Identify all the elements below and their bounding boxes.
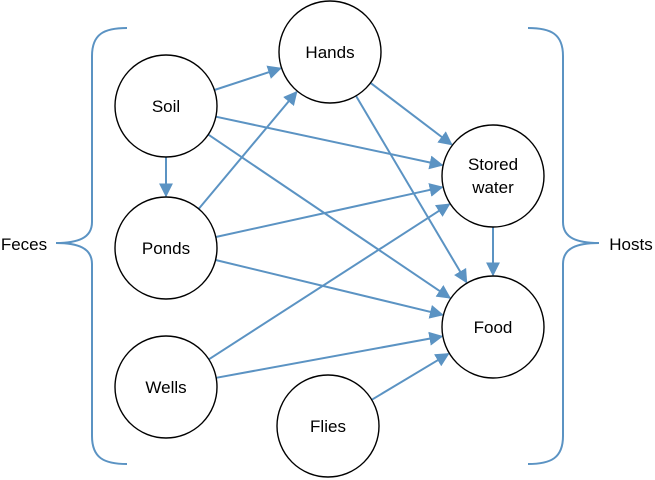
node-ponds-circle: [114, 196, 218, 300]
arrow-ponds-to-stored: [215, 183, 444, 238]
node-stored-water: Stored water: [441, 124, 545, 228]
hosts-label: Hosts: [609, 235, 652, 254]
node-soil: Soil: [114, 54, 218, 158]
node-hands: Hands: [278, 0, 382, 104]
node-flies-circle: [276, 374, 380, 478]
node-food-circle: [441, 275, 545, 379]
node-hands-circle: [278, 0, 382, 104]
node-stored-water-label-line2: water: [471, 178, 514, 197]
node-stored-water-label-line1: Stored: [468, 155, 518, 174]
arrow-wells-to-food: [216, 331, 444, 379]
arrow-wells-to-stored: [208, 203, 451, 361]
node-soil-label: Soil: [152, 97, 180, 116]
node-wells: Wells: [114, 335, 218, 439]
node-soil-circle: [114, 54, 218, 158]
feces-label: Feces: [1, 235, 47, 254]
node-food: Food: [441, 275, 545, 379]
node-stored-water-circle: [441, 124, 545, 228]
arrow-ponds-to-food: [215, 259, 444, 319]
node-food-label: Food: [474, 318, 513, 337]
edge-layer: [159, 65, 500, 401]
node-ponds: Ponds: [114, 196, 218, 300]
node-wells-label: Wells: [145, 378, 186, 397]
node-ponds-label: Ponds: [142, 239, 190, 258]
arrow-hands-to-food: [355, 95, 468, 284]
node-hands-label: Hands: [305, 43, 354, 62]
arrow-soil-to-food: [207, 133, 452, 299]
node-wells-circle: [114, 335, 218, 439]
arrow-soil-to-stored: [215, 115, 444, 170]
node-flies-label: Flies: [310, 417, 346, 436]
arrow-ponds-to-hands: [197, 90, 298, 210]
arrow-hands-to-stored: [369, 82, 453, 146]
right-brace: [527, 27, 600, 465]
left-brace: [55, 27, 128, 465]
arrow-flies-to-food: [371, 352, 450, 401]
node-flies: Flies: [276, 374, 380, 478]
arrow-soil-to-hands: [214, 65, 282, 91]
